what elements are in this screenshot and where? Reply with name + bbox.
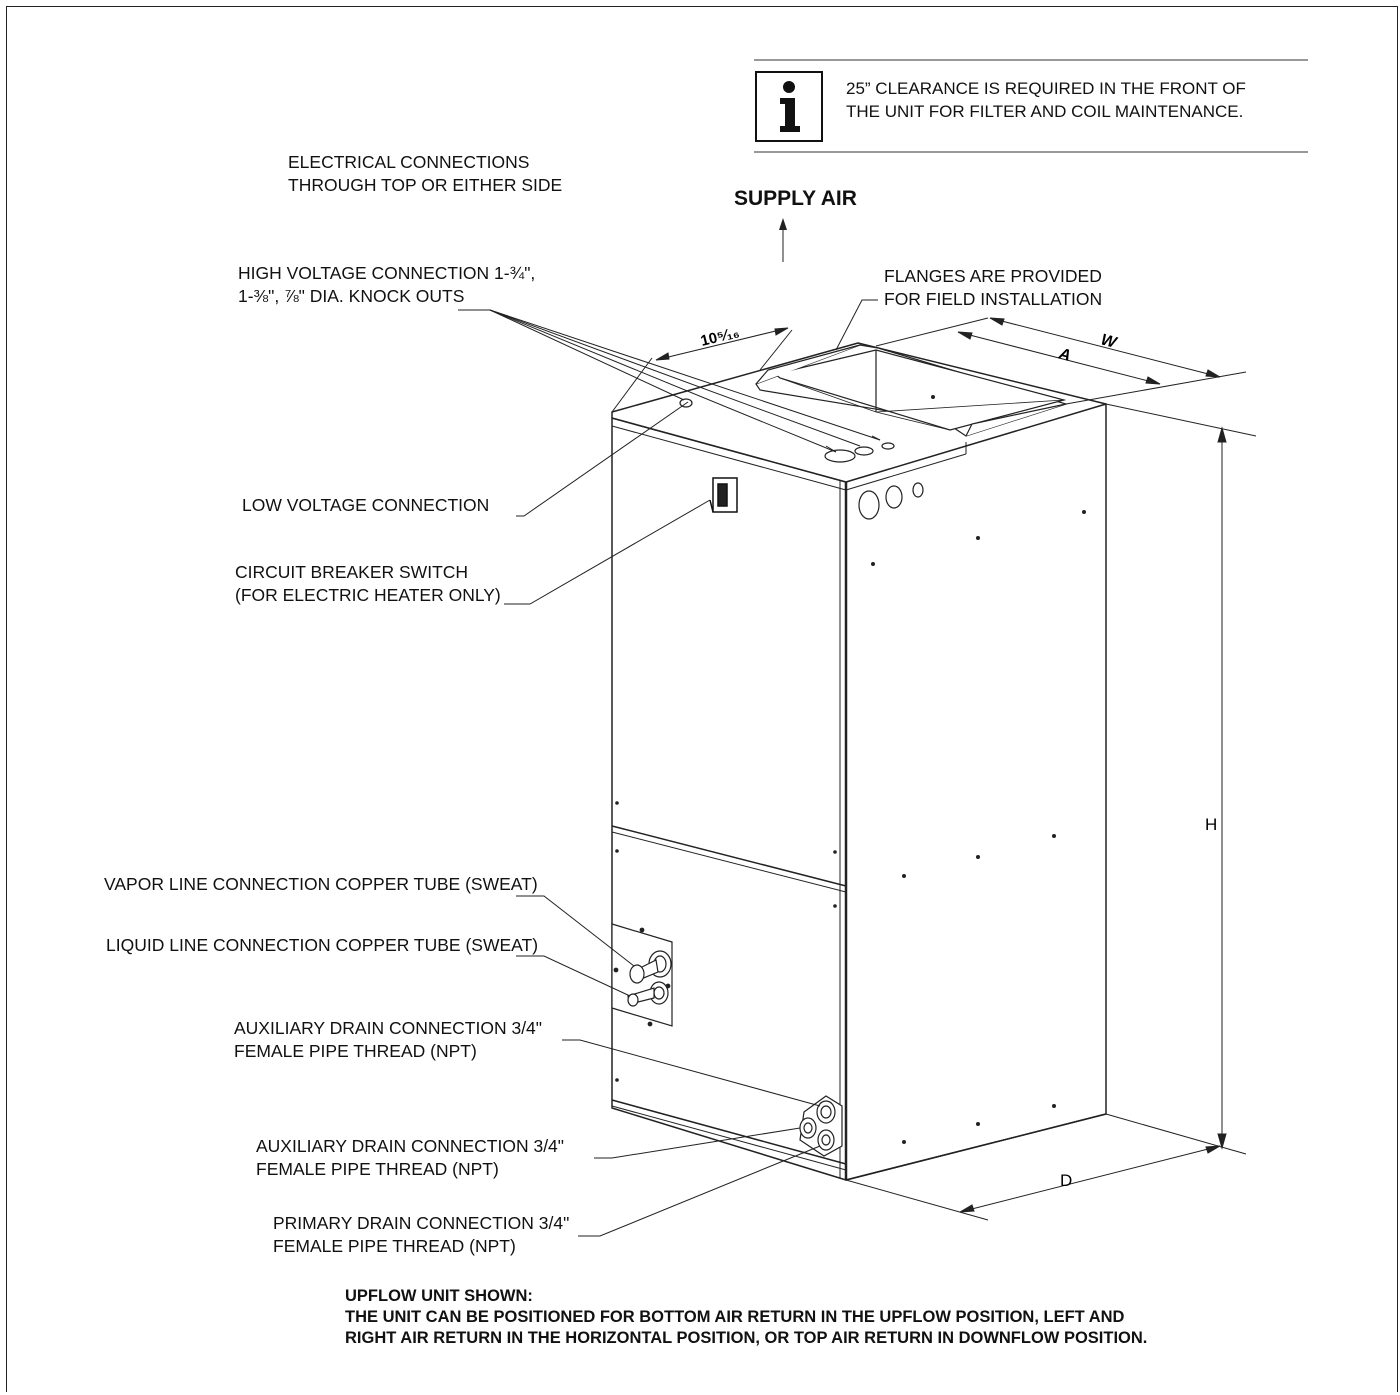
aux-drain-label-1: AUXILIARY DRAIN CONNECTION 3/4" FEMALE P… xyxy=(234,1017,542,1063)
dim-depth-label: 10⁵⁄₁₆ xyxy=(699,324,741,350)
footer-line3: RIGHT AIR RETURN IN THE HORIZONTAL POSIT… xyxy=(345,1329,1148,1347)
high-voltage-line1: HIGH VOLTAGE CONNECTION 1-¾", xyxy=(238,263,536,283)
primary-drain-label: PRIMARY DRAIN CONNECTION 3/4" FEMALE PIP… xyxy=(273,1212,569,1258)
supply-air-label: SUPPLY AIR xyxy=(734,187,857,210)
aux-drain-2-line2: FEMALE PIPE THREAD (NPT) xyxy=(256,1159,499,1179)
breaker-line2: (FOR ELECTRIC HEATER ONLY) xyxy=(235,585,501,605)
drawing-frame xyxy=(6,6,1398,1392)
drain-fittings xyxy=(799,1095,843,1157)
aux-drain-label-2: AUXILIARY DRAIN CONNECTION 3/4" FEMALE P… xyxy=(256,1135,564,1181)
dim-a-label: A xyxy=(1056,345,1073,365)
footer-note: UPFLOW UNIT SHOWN: THE UNIT CAN BE POSIT… xyxy=(345,1286,1147,1349)
circuit-breaker-label: CIRCUIT BREAKER SWITCH (FOR ELECTRIC HEA… xyxy=(235,561,501,607)
dim-d-label: D xyxy=(1060,1171,1072,1190)
panel-screws xyxy=(615,395,1086,1144)
supply-air-arrow xyxy=(779,218,787,262)
footer-line2: THE UNIT CAN BE POSITIONED FOR BOTTOM AI… xyxy=(345,1308,1125,1326)
breaker-line1: CIRCUIT BREAKER SWITCH xyxy=(235,562,469,582)
dimension-lines xyxy=(611,317,1257,1221)
supply-flange xyxy=(755,344,1069,437)
primary-drain-line1: PRIMARY DRAIN CONNECTION 3/4" xyxy=(273,1213,570,1233)
aux-drain-1-line1: AUXILIARY DRAIN CONNECTION 3/4" xyxy=(234,1018,543,1038)
clearance-note-line2: THE UNIT FOR FILTER AND COIL MAINTENANCE… xyxy=(846,102,1244,121)
flanges-line1: FLANGES ARE PROVIDED xyxy=(884,266,1102,286)
dimension-labels: 10⁵⁄₁₆ A W H D xyxy=(699,324,1217,1190)
footer-line1: UPFLOW UNIT SHOWN: xyxy=(345,1287,533,1305)
dim-h-label: H xyxy=(1205,815,1217,834)
high-voltage-line2: 1-⅜", ⅞" DIA. KNOCK OUTS xyxy=(238,286,465,306)
leader-lines xyxy=(458,299,881,1237)
dim-w-label: W xyxy=(1099,331,1120,352)
side-knockouts xyxy=(858,482,924,520)
air-handler-cabinet xyxy=(611,342,1107,1181)
primary-drain-line2: FEMALE PIPE THREAD (NPT) xyxy=(273,1236,516,1256)
aux-drain-1-line2: FEMALE PIPE THREAD (NPT) xyxy=(234,1041,477,1061)
aux-drain-2-line1: AUXILIARY DRAIN CONNECTION 3/4" xyxy=(256,1136,565,1156)
flanges-label: FLANGES ARE PROVIDED FOR FIELD INSTALLAT… xyxy=(884,265,1102,311)
refrigerant-connection-plate xyxy=(611,923,673,1027)
top-knockouts xyxy=(679,398,895,463)
clearance-note: 25” CLEARANCE IS REQUIRED IN THE FRONT O… xyxy=(846,77,1246,123)
electrical-connections-label: ELECTRICAL CONNECTIONS THROUGH TOP OR EI… xyxy=(288,151,562,197)
electrical-line1: ELECTRICAL CONNECTIONS xyxy=(288,152,530,172)
flanges-line2: FOR FIELD INSTALLATION xyxy=(884,289,1103,309)
vapor-line-label: VAPOR LINE CONNECTION COPPER TUBE (SWEAT… xyxy=(104,874,538,894)
circuit-breaker-switch xyxy=(709,477,738,513)
electrical-line2: THROUGH TOP OR EITHER SIDE xyxy=(288,175,563,195)
clearance-note-line1: 25” CLEARANCE IS REQUIRED IN THE FRONT O… xyxy=(846,79,1246,98)
info-icon xyxy=(755,71,823,142)
high-voltage-label: HIGH VOLTAGE CONNECTION 1-¾", 1-⅜", ⅞" D… xyxy=(238,262,535,308)
low-voltage-label: LOW VOLTAGE CONNECTION xyxy=(242,495,490,515)
liquid-line-label: LIQUID LINE CONNECTION COPPER TUBE (SWEA… xyxy=(106,935,539,955)
